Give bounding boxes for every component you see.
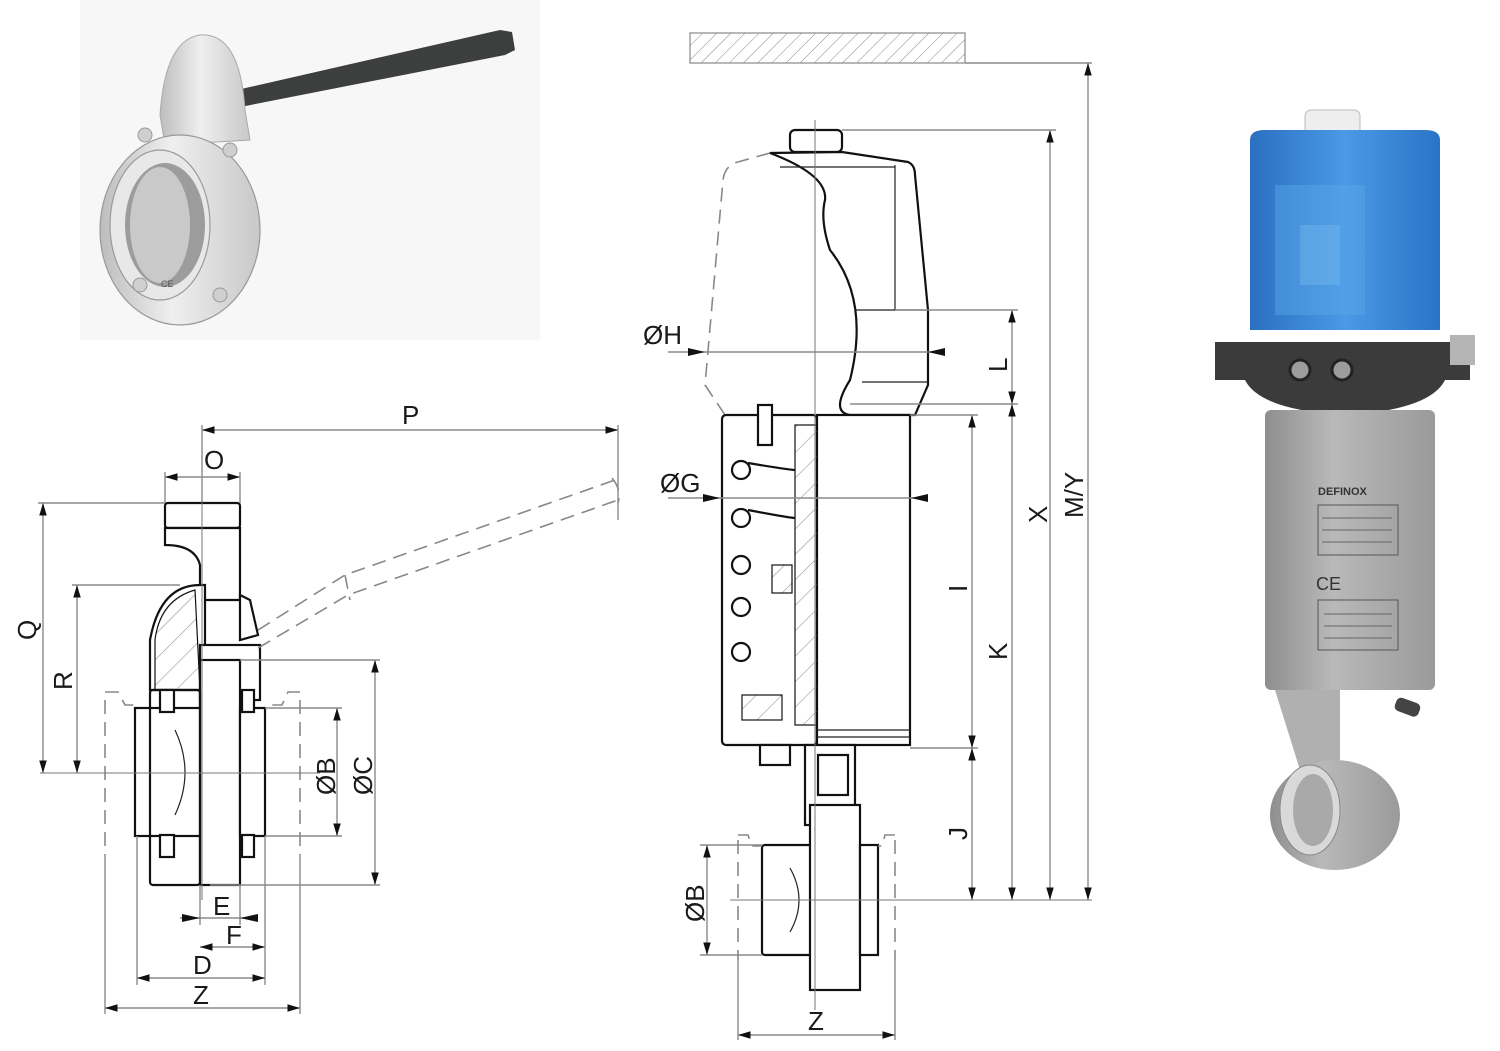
- dim-B: ØB: [311, 757, 341, 795]
- manual-valve-drawing: P O: [12, 400, 620, 1014]
- dim-I: I: [943, 585, 973, 592]
- dim-L: L: [983, 358, 1013, 372]
- dim-F: F: [226, 920, 242, 950]
- dim-R: R: [48, 671, 78, 690]
- actuated-valve-photo: DEFINOX CE: [1215, 109, 1475, 870]
- dim-P: P: [402, 400, 419, 430]
- dim-O: O: [204, 445, 224, 475]
- dim-K: K: [983, 642, 1013, 660]
- spring: [730, 459, 796, 663]
- dim-H: ØH: [643, 320, 682, 350]
- dim-C: ØC: [348, 756, 378, 795]
- svg-text:CE: CE: [1316, 574, 1341, 594]
- dim-Q: Q: [12, 620, 42, 640]
- actuated-valve-drawing: ØH ØG L I J K X M/Y ØB: [643, 32, 1092, 1040]
- dim-B2: ØB: [680, 884, 710, 922]
- actuator-cylinder: [1265, 410, 1435, 690]
- dim-Z2: Z: [808, 1006, 824, 1036]
- dim-Z: Z: [193, 980, 209, 1010]
- svg-text:DEFINOX: DEFINOX: [1318, 486, 1368, 498]
- dim-G: ØG: [660, 468, 700, 498]
- manual-valve-photo: CE: [80, 0, 540, 340]
- dim-X: X: [1023, 506, 1053, 523]
- clearance-ceiling: [689, 32, 966, 64]
- nameplate: DEFINOX CE: [1316, 486, 1399, 651]
- dim-E: E: [213, 891, 230, 921]
- lever-handle: [215, 30, 515, 110]
- dim-MY: M/Y: [1059, 472, 1089, 518]
- dim-D: D: [193, 950, 212, 980]
- ce-mark: CE: [161, 279, 174, 289]
- blue-control-head: [1250, 130, 1440, 330]
- dim-J: J: [943, 827, 973, 840]
